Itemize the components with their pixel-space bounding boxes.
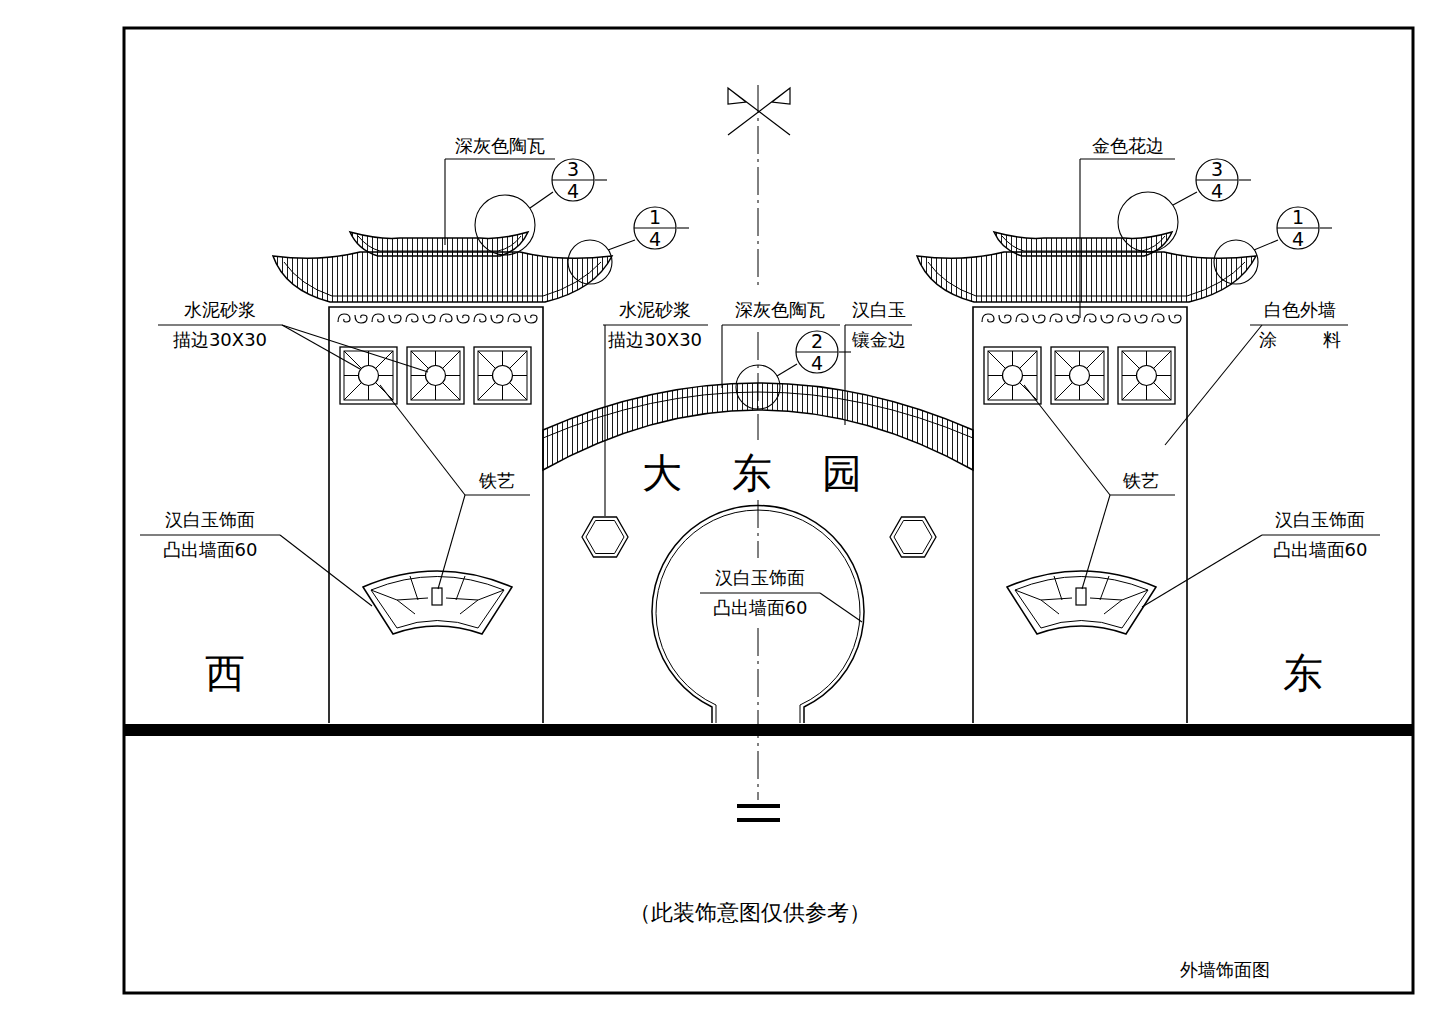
material-note: 水泥砂浆 描边30X30 (590, 295, 720, 355)
callout-circle: 34 (551, 158, 595, 202)
callout-circle: 34 (1195, 158, 1239, 202)
material-note: 铁艺 (1123, 466, 1159, 496)
material-note: 白色外墙 涂 料 (1250, 295, 1350, 355)
material-note: 水泥砂浆 描边30X30 (155, 295, 285, 355)
callout-number: 4 (1276, 228, 1320, 250)
callout-number: 4 (633, 228, 677, 250)
drawing-note: （此装饰意图仅供参考） (629, 898, 871, 928)
drawing-title: 外墙饰面图 (1180, 957, 1270, 983)
material-note: 汉白玉饰面 凸出墙面60 (690, 563, 830, 623)
direction-label: 东 (1283, 648, 1323, 698)
material-note: 金色花边 (1092, 131, 1164, 161)
callout-number: 1 (1276, 206, 1320, 228)
callout-number: 3 (1195, 158, 1239, 180)
callout-number: 4 (795, 352, 839, 374)
material-note: 深灰色陶瓦 (455, 131, 545, 161)
callout-number: 1 (633, 206, 677, 228)
callout-circle: 14 (633, 206, 677, 250)
callout-circle: 24 (795, 330, 839, 374)
direction-label: 西 (205, 648, 245, 698)
material-note: 铁艺 (479, 466, 515, 496)
material-note: 汉白玉 镶金边 (839, 295, 919, 355)
callout-number: 4 (1195, 180, 1239, 202)
callout-number: 3 (551, 158, 595, 180)
callout-circle: 14 (1276, 206, 1320, 250)
callout-number: 2 (795, 330, 839, 352)
callout-number: 4 (551, 180, 595, 202)
material-note: 汉白玉饰面 凸出墙面60 (1250, 505, 1390, 565)
gate-name: 大东园 (592, 448, 912, 498)
material-note: 汉白玉饰面 凸出墙面60 (140, 505, 280, 565)
material-note: 深灰色陶瓦 (735, 295, 825, 325)
